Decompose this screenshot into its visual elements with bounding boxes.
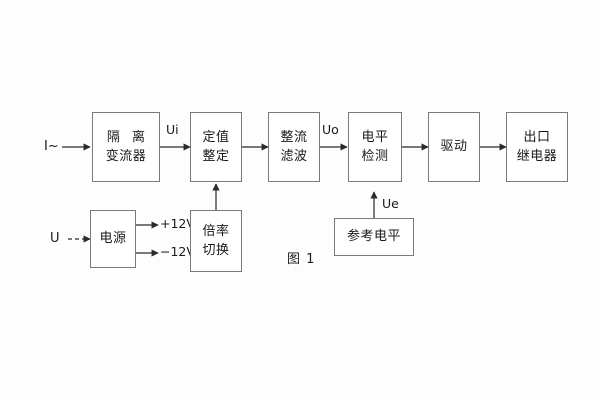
input-label-voltage: U — [50, 231, 60, 246]
block-setting-adjust-line1: 定值 — [202, 129, 230, 145]
block-rectifier-filter-line2: 滤波 — [280, 149, 308, 164]
block-reference-level: 参考电平 — [334, 218, 414, 256]
block-reference-level-line1: 参考电平 — [346, 229, 401, 245]
block-isolation-transformer-line1: 隔 离 — [106, 129, 150, 145]
block-range-switch-line2: 切换 — [202, 243, 230, 258]
block-range-switch-line1: 倍率 — [202, 223, 230, 239]
block-power-supply: 电源 — [90, 210, 136, 268]
rail-label-positive: +12V — [160, 216, 195, 231]
block-driver: 驱动 — [428, 112, 480, 182]
block-rectifier-filter-line1: 整流 — [280, 129, 308, 145]
rail-label-negative: −12V — [160, 244, 195, 259]
input-label-current: I~ — [44, 139, 59, 154]
signal-label-uo: Uo — [322, 122, 339, 137]
block-level-detect-line1: 电平 — [361, 129, 389, 145]
block-range-switch: 倍率 切换 — [190, 210, 242, 272]
block-level-detect-line2: 检测 — [361, 149, 389, 164]
block-isolation-transformer-line2: 变流器 — [105, 149, 147, 164]
block-setting-adjust-line2: 整定 — [202, 149, 230, 164]
block-rectifier-filter: 整流 滤波 — [268, 112, 320, 182]
block-output-relay-line2: 继电器 — [516, 149, 558, 164]
block-output-relay-line1: 出口 — [523, 129, 551, 145]
block-level-detect: 电平 检测 — [348, 112, 402, 182]
signal-label-ui: Ui — [166, 122, 179, 137]
block-setting-adjust: 定值 整定 — [190, 112, 242, 182]
block-output-relay: 出口 继电器 — [506, 112, 568, 182]
block-driver-line1: 驱动 — [440, 139, 468, 155]
block-isolation-transformer: 隔 离 变流器 — [92, 112, 160, 182]
signal-label-ue: Ue — [382, 196, 399, 211]
block-power-supply-line1: 电源 — [99, 231, 127, 247]
figure-caption: 图 1 — [287, 252, 316, 267]
